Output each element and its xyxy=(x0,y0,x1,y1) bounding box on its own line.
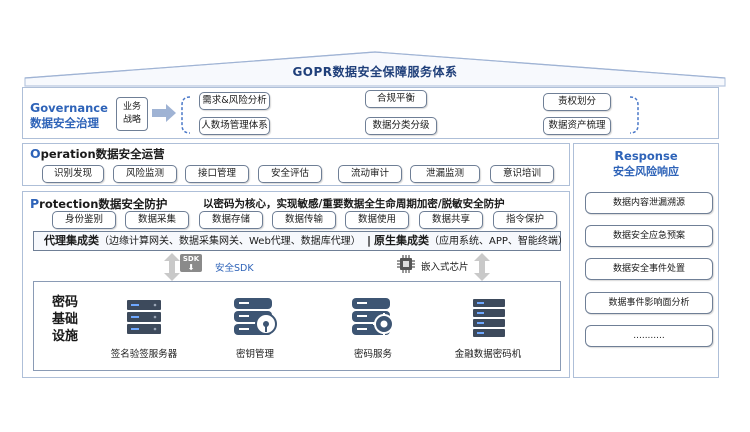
governance-item: 需求&风险分析 xyxy=(199,92,270,110)
governance-title: Governance xyxy=(30,100,108,115)
protection-item: 身份鉴别 xyxy=(52,211,116,229)
protection-subtitle: 以密码为核心，实现敏感/重要数据全生命周期加密/脱敏安全防护 xyxy=(203,198,505,210)
diagram-title: GOPR数据安全保障服务体系 xyxy=(292,65,458,79)
protection-item: 数据使用 xyxy=(345,211,409,229)
governance-item: 人数场管理体系 xyxy=(199,117,270,135)
operation-item: 意识培训 xyxy=(490,165,554,183)
protection-item: 指令保护 xyxy=(493,211,557,229)
key-server-icon xyxy=(234,298,277,335)
governance-item: 数据分类分级 xyxy=(365,117,437,135)
server-rack-icon xyxy=(473,299,505,337)
operation-item: 安全评估 xyxy=(258,165,322,183)
roof-shape xyxy=(24,51,726,87)
response-item: 数据事件影响面分析 xyxy=(585,292,713,314)
sdk-icon: SDK⬇ xyxy=(180,254,202,272)
response-item: 数据安全事件处置 xyxy=(585,258,713,280)
protection-item: 数据存储 xyxy=(199,211,263,229)
operation-title: Operation数据安全运营 xyxy=(30,146,165,161)
arrow-right-icon xyxy=(152,104,176,122)
governance-bracket xyxy=(181,96,639,134)
protection-item: 数据采集 xyxy=(125,211,189,229)
server-rack-icon xyxy=(127,300,161,334)
governance-item: 数据资产梳理 xyxy=(543,117,611,135)
response-title-cn: 安全风险响应 xyxy=(613,165,679,178)
governance-item: 责权划分 xyxy=(543,93,611,111)
chip-icon xyxy=(397,255,415,273)
response-item: 数据安全应急预案 xyxy=(585,225,713,247)
sdk-label: 安全SDK xyxy=(215,263,254,274)
server-label: 金融数据密码机 xyxy=(454,349,522,360)
protection-item: 数据传输 xyxy=(272,211,336,229)
governance-title-cn: 数据安全治理 xyxy=(30,116,99,130)
chip-label: 嵌入式芯片 xyxy=(421,262,469,273)
governance-item: 合规平衡 xyxy=(365,90,427,108)
operation-item: 识别发现 xyxy=(42,165,104,183)
operation-item: 风险监测 xyxy=(113,165,177,183)
business-strategy-box: 业务 战略 xyxy=(116,97,148,131)
response-item: ........... xyxy=(585,325,713,347)
protection-item: 数据共享 xyxy=(419,211,483,229)
operation-item: 接口管理 xyxy=(185,165,249,183)
integration-bar: 代理集成类（边缘计算网关、数据采集网关、Web代理、数据库代理） |原生集成类（… xyxy=(33,231,568,251)
operation-item: 流动审计 xyxy=(338,165,402,183)
server-label: 密码服务 xyxy=(353,349,392,360)
double-arrow-icon xyxy=(164,253,180,281)
double-arrow-icon xyxy=(474,253,490,281)
server-label: 签名验签服务器 xyxy=(110,349,178,360)
response-title: Response xyxy=(614,148,678,163)
gear-server-icon xyxy=(352,298,395,335)
response-item: 数据内容泄漏溯源 xyxy=(585,192,713,214)
server-label: 密钥管理 xyxy=(235,349,274,360)
crypto-infra-title: 密码 基础 设施 xyxy=(52,295,79,344)
protection-title: Protection数据安全防护 xyxy=(30,196,168,211)
operation-item: 泄漏监测 xyxy=(410,165,480,183)
